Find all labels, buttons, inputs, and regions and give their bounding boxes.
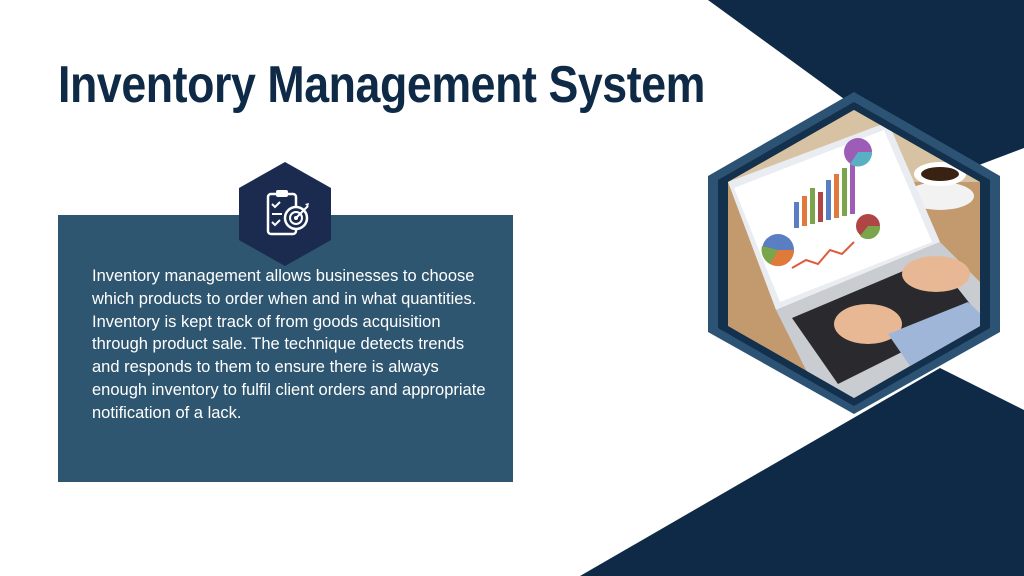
- laptop-analytics-image: [708, 92, 1000, 414]
- clipboard-target-icon: [239, 162, 331, 266]
- description-text: Inventory management allows businesses t…: [92, 267, 486, 422]
- top-right-navy-shape: [708, 0, 1024, 176]
- bottom-right-navy-shape: [580, 368, 1024, 576]
- page-title: Inventory Management System: [58, 56, 705, 114]
